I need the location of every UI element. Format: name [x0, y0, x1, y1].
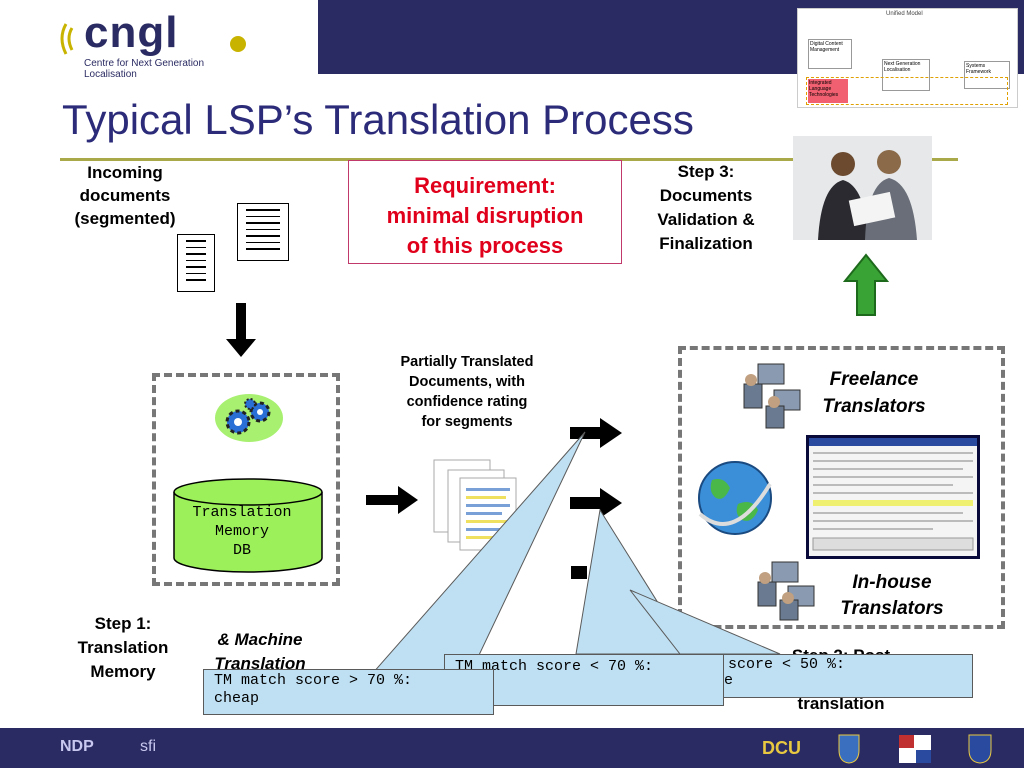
cngl-logo-icon — [60, 23, 246, 55]
partial-docs-label: Partially Translated Documents, with con… — [378, 352, 556, 432]
step3-line-2: Documents — [659, 186, 753, 205]
requirement-box: Requirement: minimal disruption of this … — [348, 160, 622, 264]
partial-documents-icon — [433, 459, 517, 551]
incoming-label: Incoming documents (segmented) — [60, 161, 190, 230]
right-arrow-icon — [366, 486, 418, 514]
footer-logo-dcu: DCU — [762, 738, 801, 758]
step3-line-4: Finalization — [659, 234, 753, 253]
document-icon-front — [177, 234, 215, 292]
logo-wordmark: cngl — [84, 8, 179, 57]
inhouse-label: In-house Translators — [834, 570, 950, 622]
callout-match-above-70: TM match score > 70 %: cheap — [203, 669, 494, 715]
callout3-line-2: e — [724, 672, 734, 689]
partial-line-2: Documents, with — [408, 374, 525, 390]
ul-crest-icon — [968, 734, 992, 764]
partial-line-4: for segments — [421, 414, 513, 430]
box-integrated-lt: Integrated Language Technologies — [808, 79, 848, 103]
tcd-crest-icon — [899, 735, 931, 763]
callout1-line-2: cheap — [214, 690, 260, 707]
page-title: Typical LSP’s Translation Process — [62, 96, 694, 143]
incoming-line-3: (segmented) — [74, 209, 176, 228]
step1-label: Step 1: Translation Memory — [58, 612, 188, 684]
requirement-line-1: Requirement: — [414, 173, 556, 198]
tm-db-line-1: Translation — [192, 504, 292, 521]
tm-db-line-3: DB — [232, 542, 251, 559]
footer-logo-sfi: sfi — [140, 738, 156, 755]
ucd-crest-icon — [838, 734, 860, 764]
partial-line-3: confidence rating — [406, 394, 528, 410]
machine-line-2: Translation — [214, 654, 306, 673]
step1-line-2: Translation — [77, 638, 169, 657]
cngl-logo: cngl Centre for Next Generation Localisa… — [56, 6, 256, 80]
box-next-gen: Next Generation Localisation — [882, 59, 930, 91]
freelance-line-1: Freelance — [829, 369, 919, 390]
database-cylinder-icon — [173, 478, 323, 573]
routing-arrow-2-icon — [570, 488, 622, 518]
footer-logo-ndp: NDP — [60, 738, 94, 755]
requirement-line-3: of this process — [406, 233, 564, 258]
step3-label: Step 3: Documents Validation & Finalizat… — [636, 160, 776, 256]
freelance-label: Freelance Translators — [816, 366, 932, 420]
up-arrow-icon — [843, 253, 889, 316]
footer: NDP sfi DCU — [0, 730, 1024, 768]
inhouse-line-1: In-house — [852, 572, 932, 593]
callout2-line-1: TM match score < 70 %: — [455, 658, 654, 675]
freelance-line-2: Translators — [822, 396, 926, 417]
gears-icon — [215, 394, 283, 442]
inhouse-line-2: Translators — [840, 598, 944, 619]
tm-db-label: Translation Memory DB — [172, 503, 312, 560]
document-icon-back — [237, 203, 289, 261]
people-photo-icon — [793, 136, 932, 240]
step1-line-3: Memory — [90, 662, 156, 681]
business-people-photo — [793, 136, 932, 240]
ilt-highlight — [806, 77, 1008, 105]
machine-translation-label: & Machine Translation — [198, 628, 322, 676]
inhouse-workstation-icon — [757, 561, 815, 621]
translation-tool-screenshot — [806, 435, 980, 559]
machine-line-1: & Machine — [217, 630, 303, 649]
unified-model-title: Unified Model — [886, 11, 923, 17]
logo-subtitle: Centre for Next Generation Localisation — [84, 58, 205, 80]
incoming-line-2: documents — [79, 186, 171, 205]
step1-line-1: Step 1: — [94, 614, 152, 633]
partial-line-1: Partially Translated — [400, 354, 534, 370]
routing-arrow-3-stub — [571, 566, 587, 579]
translation-memory-group — [152, 373, 340, 586]
down-arrow-icon — [226, 303, 256, 357]
tm-db-line-2: Memory — [214, 523, 269, 540]
translation-tool-window-icon — [809, 438, 977, 556]
step2-line-3: translation — [797, 694, 885, 713]
step3-line-1: Step 3: — [677, 162, 735, 181]
box-digital-content: Digital Content Management — [808, 39, 852, 69]
callout1-line-1: TM match score > 70 %: — [214, 672, 413, 689]
freelance-workstation-icon — [743, 363, 801, 429]
translators-group — [678, 346, 1005, 629]
title-underline — [60, 158, 958, 161]
box-systems-framework: Systems Framework — [964, 61, 1010, 89]
incoming-line-1: Incoming — [87, 163, 163, 182]
globe-icon — [698, 461, 772, 535]
step3-line-3: Validation & — [657, 210, 755, 229]
routing-arrow-1-icon — [570, 418, 622, 448]
requirement-line-2: minimal disruption — [386, 203, 584, 228]
unified-model-diagram: Unified Model Digital Content Management… — [797, 8, 1018, 108]
